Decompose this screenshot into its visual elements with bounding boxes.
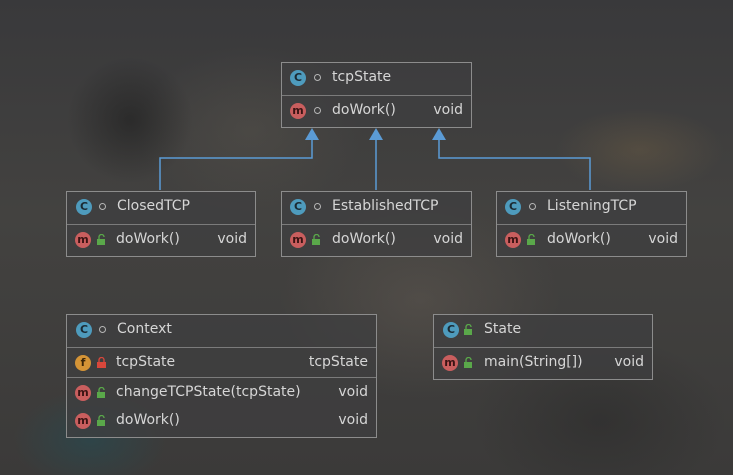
runnable-class-icon: C: [443, 322, 459, 338]
return-type: void: [338, 384, 368, 400]
return-type: void: [433, 102, 463, 118]
return-type: void: [217, 231, 247, 247]
class-icon: C: [76, 322, 92, 338]
method-name: main(String[]): [484, 354, 583, 370]
class-state[interactable]: C State m main(String[]) void: [433, 314, 653, 380]
arrowhead-listening: [432, 128, 446, 140]
return-type: void: [648, 231, 678, 247]
class-name: State: [484, 321, 522, 337]
class-name: Context: [117, 321, 172, 337]
method-row[interactable]: m changeTCPState(tcpState) void: [67, 377, 376, 406]
class-icon: C: [505, 199, 521, 215]
static-method-icon: m: [442, 355, 458, 371]
method-icon: m: [75, 413, 91, 429]
class-header: C ListeningTCP: [497, 192, 686, 224]
method-icon: m: [290, 103, 306, 119]
package-visibility-icon: [529, 203, 536, 210]
method-row[interactable]: m doWork() void: [67, 224, 255, 254]
public-lock-icon: [464, 324, 472, 335]
public-lock-icon: [527, 234, 535, 245]
return-type: void: [433, 231, 463, 247]
method-name: doWork(): [116, 231, 180, 247]
method-name: doWork(): [332, 231, 396, 247]
field-type: tcpState: [308, 354, 368, 370]
method-row[interactable]: m doWork() void: [67, 406, 376, 435]
public-lock-icon: [97, 387, 105, 398]
method-row[interactable]: m main(String[]) void: [434, 347, 652, 377]
class-context[interactable]: C Context f tcpState tcpState m changeTC…: [66, 314, 377, 438]
class-header: C tcpState: [282, 63, 471, 95]
class-name: EstablishedTCP: [332, 198, 439, 214]
return-type: void: [338, 412, 368, 428]
arrowhead-closed: [305, 128, 319, 140]
class-header: C EstablishedTCP: [282, 192, 471, 224]
method-name: doWork(): [547, 231, 611, 247]
field-icon: f: [75, 355, 91, 371]
class-tcpstate[interactable]: C tcpState m doWork() void: [281, 62, 472, 128]
public-lock-icon: [97, 415, 105, 426]
private-lock-icon: [97, 357, 106, 368]
method-icon: m: [75, 232, 91, 248]
field-name: tcpState: [116, 354, 176, 370]
class-header: C State: [434, 315, 652, 347]
method-row[interactable]: m doWork() void: [282, 224, 471, 254]
method-icon: m: [290, 232, 306, 248]
package-visibility-icon: [314, 74, 321, 81]
class-name: tcpState: [332, 69, 392, 85]
method-name: doWork(): [332, 102, 396, 118]
class-icon: C: [290, 199, 306, 215]
class-establishedtcp[interactable]: C EstablishedTCP m doWork() void: [281, 191, 472, 257]
class-listeningtcp[interactable]: C ListeningTCP m doWork() void: [496, 191, 687, 257]
method-name: doWork(): [116, 412, 180, 428]
package-visibility-icon: [314, 107, 321, 114]
package-visibility-icon: [314, 203, 321, 210]
public-lock-icon: [312, 234, 320, 245]
class-icon: C: [76, 199, 92, 215]
class-header: C Context: [67, 315, 376, 347]
package-visibility-icon: [99, 203, 106, 210]
class-header: C ClosedTCP: [67, 192, 255, 224]
arrowhead-established: [369, 128, 383, 140]
class-name: ClosedTCP: [117, 198, 190, 214]
class-name: ListeningTCP: [547, 198, 637, 214]
method-row[interactable]: m doWork() void: [497, 224, 686, 254]
public-lock-icon: [97, 234, 105, 245]
class-icon: C: [290, 70, 306, 86]
method-icon: m: [75, 385, 91, 401]
method-name: changeTCPState(tcpState): [116, 384, 301, 400]
return-type: void: [614, 354, 644, 370]
field-row[interactable]: f tcpState tcpState: [67, 347, 376, 377]
closed-to-tcpstate-edge: [159, 132, 313, 190]
listening-to-tcpstate-edge: [438, 132, 591, 190]
package-visibility-icon: [99, 326, 106, 333]
method-row[interactable]: m doWork() void: [282, 95, 471, 125]
public-lock-icon: [464, 357, 472, 368]
method-icon: m: [505, 232, 521, 248]
class-closedtcp[interactable]: C ClosedTCP m doWork() void: [66, 191, 256, 257]
